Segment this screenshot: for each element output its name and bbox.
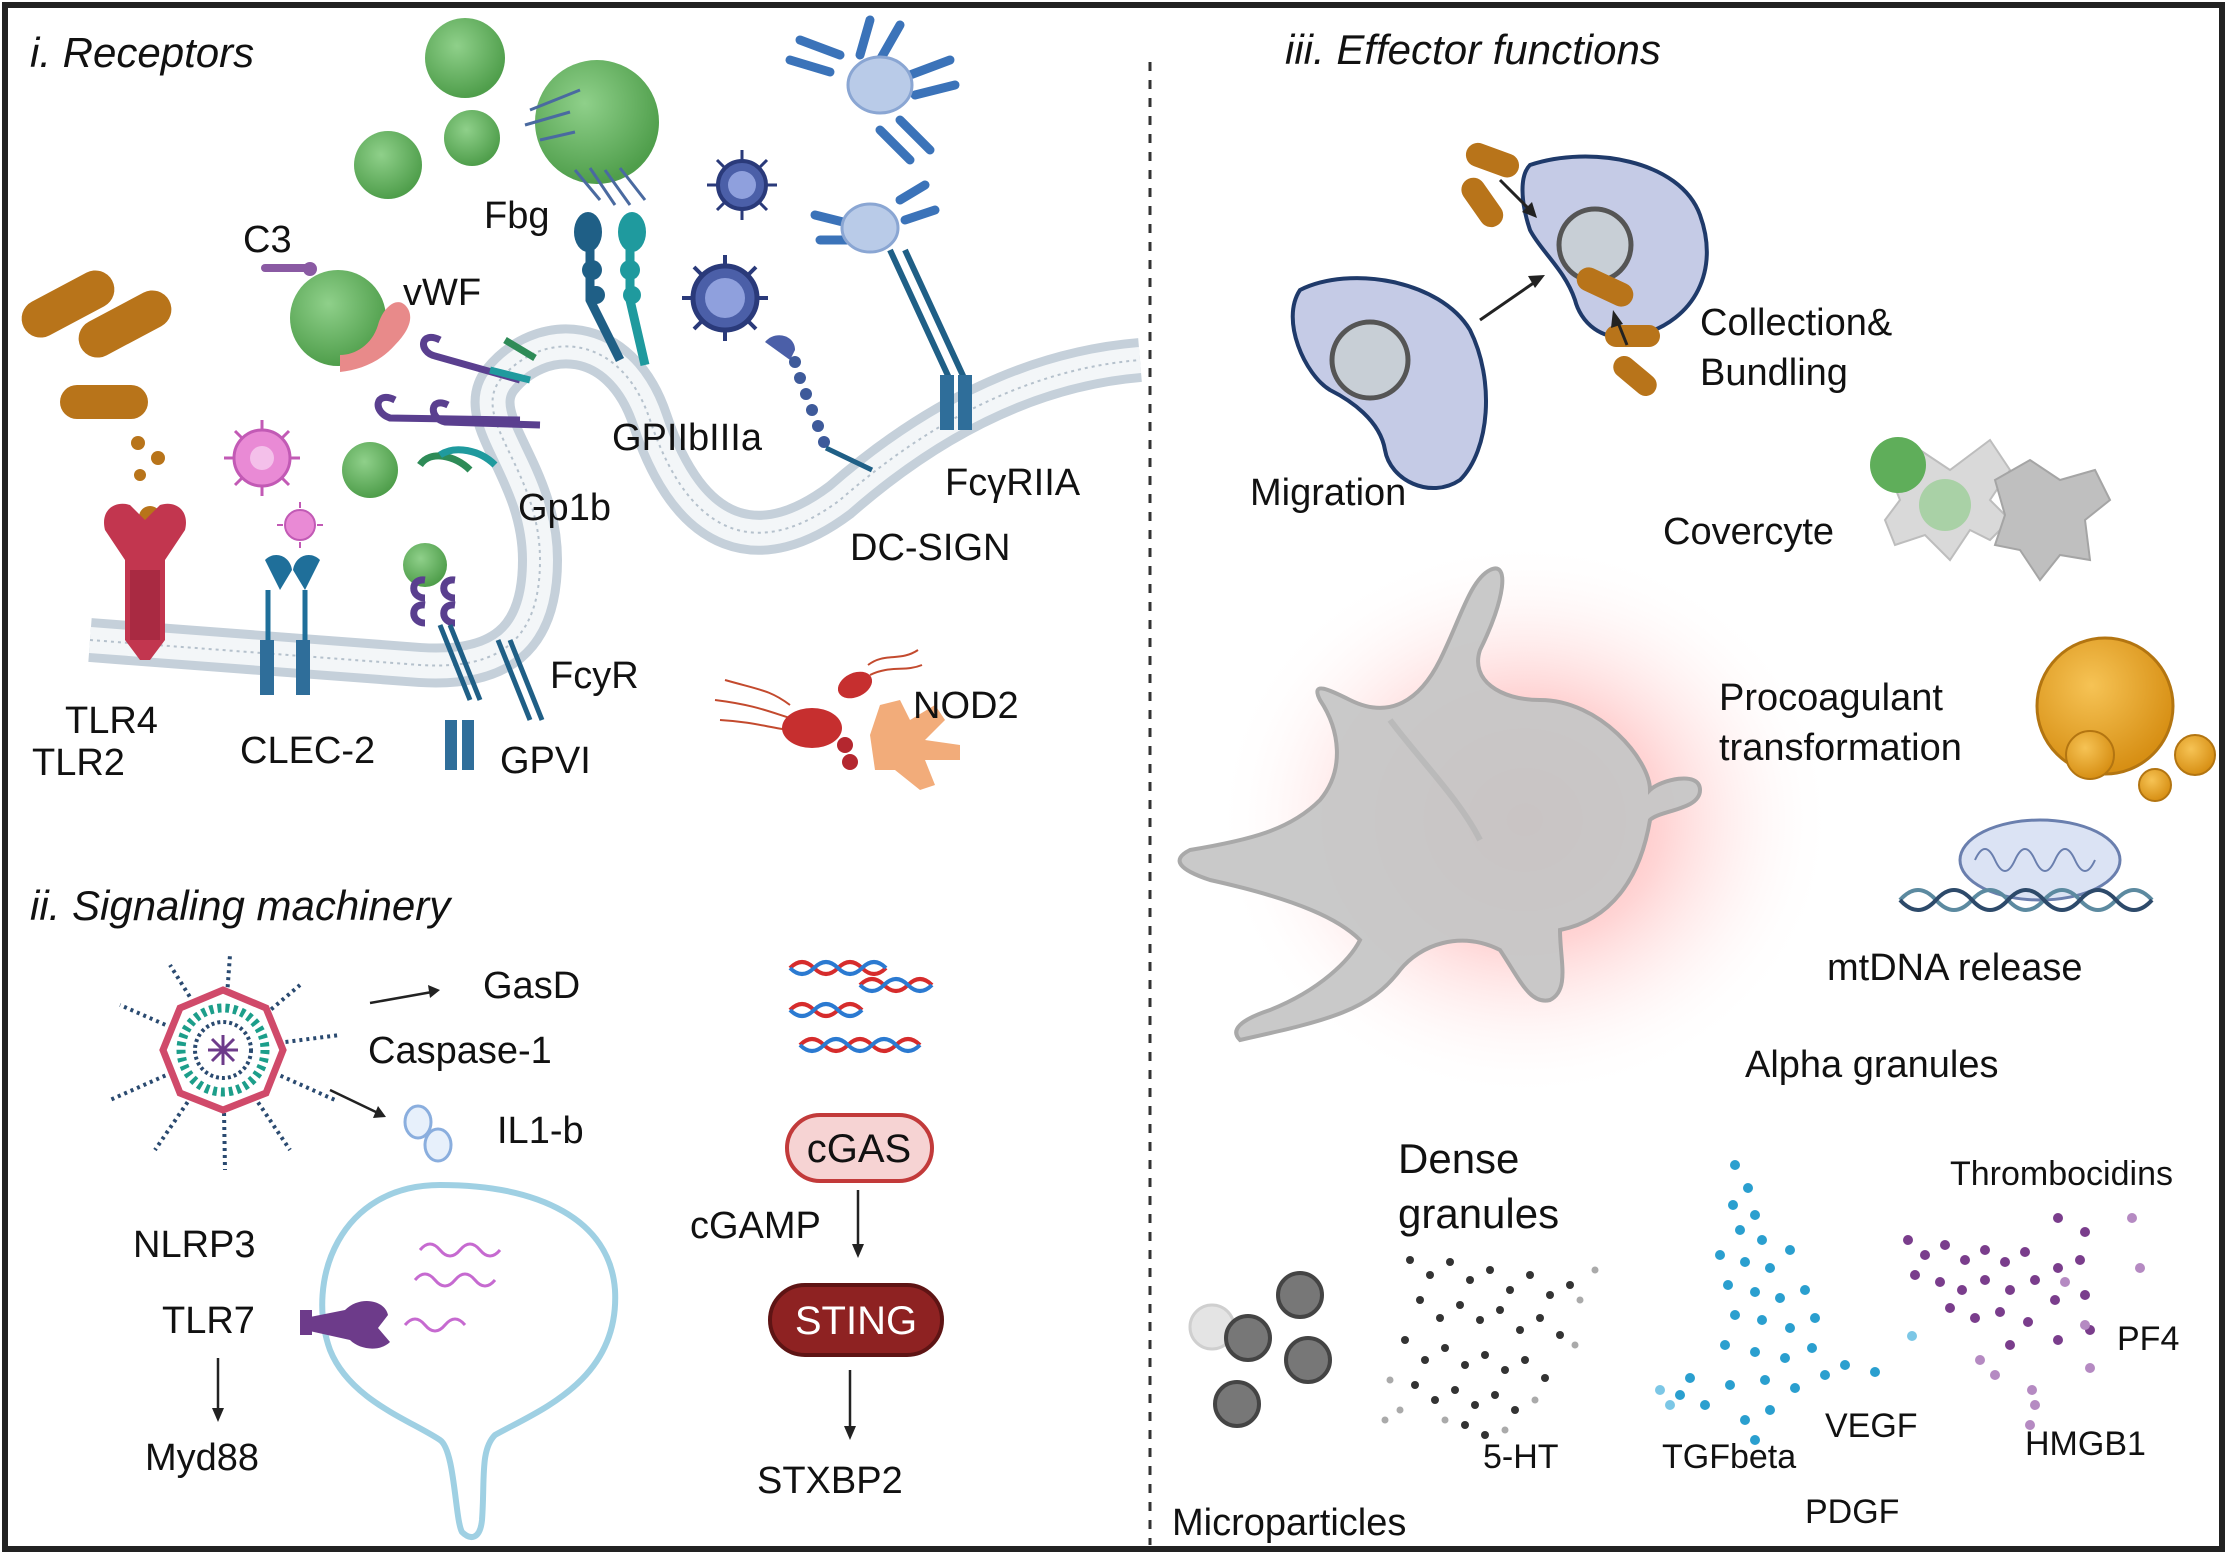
label-tlr2: TLR2 (32, 742, 125, 784)
label-cgamp: cGAMP (690, 1205, 821, 1247)
fbg-fibers (524, 88, 647, 206)
label-vegf: VEGF (1825, 1407, 1918, 1445)
alpha-granule-dots-purple (1903, 1213, 2145, 1430)
label-nlrp3: NLRP3 (133, 1224, 256, 1266)
alpha-granule-dots-blue (1655, 1160, 1917, 1445)
label-mtdna: mtDNA release (1827, 947, 2083, 989)
dna-strands (788, 960, 934, 1053)
label-vwf: vWF (403, 272, 481, 314)
section-title-signaling: ii. Signaling machinery (30, 882, 453, 929)
label-procoag-1: Procoagulant (1719, 677, 1943, 719)
tlr4-receptor (104, 503, 186, 660)
fcyr-receptor (495, 639, 545, 721)
mitochondrion-dna (1898, 818, 2154, 912)
antibody-complex-top (785, 15, 960, 165)
label-tlr4: TLR4 (65, 700, 158, 742)
label-fbg: Fbg (484, 195, 549, 237)
clec2-receptor (260, 555, 320, 695)
label-gp1b: Gp1b (518, 487, 611, 529)
cgas-box (785, 1113, 934, 1183)
label-tgfbeta: TGFbeta (1662, 1438, 1796, 1476)
label-collection-1: Collection& (1700, 302, 1892, 344)
label-tlr7: TLR7 (162, 1300, 255, 1342)
label-dense-1: Dense (1398, 1135, 1519, 1182)
il1b-icon (403, 1104, 453, 1163)
arrow-tlr7-myd88 (212, 1358, 224, 1422)
label-il1b: IL1-b (497, 1110, 584, 1152)
label-fcyriia: FcγRIIA (945, 462, 1081, 504)
label-c3: C3 (243, 219, 292, 261)
label-microparticles: Microparticles (1172, 1502, 1406, 1544)
vwf-molecule (340, 302, 411, 372)
dcsign-receptor (765, 335, 874, 473)
section-title-receptors: i. Receptors (30, 29, 254, 76)
virus-pink-small (277, 502, 323, 548)
label-stxbp2: STXBP2 (757, 1460, 903, 1502)
activated-platelet (1177, 540, 1835, 1100)
virus-blue-large (682, 255, 768, 341)
label-dense-2: granules (1398, 1190, 1559, 1237)
label-procoag-2: transformation (1719, 727, 1962, 769)
arrow-migration (1479, 275, 1545, 322)
label-dcsign: DC-SIGN (850, 527, 1010, 569)
label-5ht: 5-HT (1483, 1438, 1559, 1476)
gp1b-receptor (374, 334, 541, 473)
label-cgas: cGAS (807, 1127, 911, 1171)
sting-box (768, 1283, 944, 1357)
label-pf4: PF4 (2117, 1320, 2179, 1358)
membrane (88, 324, 1142, 688)
label-gasd: GasD (483, 965, 580, 1007)
gpvi-receptor (410, 576, 483, 770)
gpiibiiia-receptor (574, 212, 650, 367)
label-sting: STING (795, 1299, 917, 1343)
nod2-complex (714, 649, 960, 790)
label-covercyte: Covercyte (1663, 511, 1834, 553)
arrow-to-gasd (369, 985, 440, 1005)
collection-cell (1461, 142, 1709, 396)
serotonin-dots (1381, 1256, 1599, 1439)
endosome (300, 1181, 619, 1540)
arrow-sting-stxbp2 (844, 1370, 856, 1440)
label-myd88: Myd88 (145, 1437, 259, 1479)
bacteria-rods (21, 270, 172, 528)
label-pdgf: PDGF (1805, 1493, 1899, 1531)
procoagulant-spheres (2035, 636, 2216, 802)
green-particles (290, 18, 659, 587)
label-caspase1: Caspase-1 (368, 1030, 552, 1072)
arrow-cgas-sting (852, 1190, 864, 1258)
migration-cell (1290, 276, 1488, 491)
virus-blue-small (707, 150, 777, 220)
label-hmgb1: HMGB1 (2025, 1425, 2146, 1463)
fcyriia-receptor (810, 180, 972, 430)
c3-molecule (261, 262, 317, 276)
label-thrombocidins: Thrombocidins (1950, 1155, 2173, 1193)
label-fcyr: FcyR (550, 655, 639, 697)
label-gpiibiiia: GPIIbIIIa (612, 417, 763, 459)
label-clec2: CLEC-2 (240, 730, 375, 772)
covercyte-cells (1870, 437, 2112, 582)
label-migration: Migration (1250, 472, 1406, 514)
virus-pink-large (224, 420, 300, 496)
arrow-to-il1b (329, 1088, 386, 1118)
microparticles (1188, 1271, 1332, 1428)
label-gpvi: GPVI (500, 740, 591, 782)
label-nod2: NOD2 (913, 685, 1019, 727)
section-title-effector: iii. Effector functions (1285, 26, 1661, 73)
label-collection-2: Bundling (1700, 352, 1848, 394)
label-alpha-granules: Alpha granules (1745, 1044, 1999, 1086)
nlrp3-inflammasome (109, 954, 341, 1171)
